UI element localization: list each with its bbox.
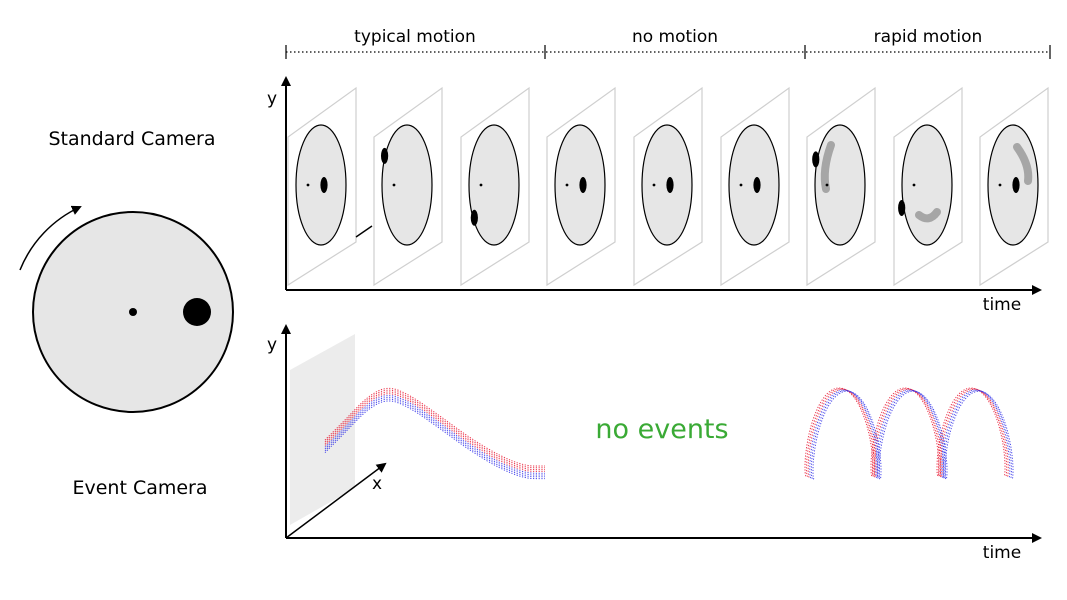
event-trail [804,387,1006,477]
slow-event-stream [324,387,545,480]
frame [806,86,876,287]
phase-label-rapid: rapid motion [874,27,983,47]
event-trail [324,393,545,472]
event-trail [324,389,545,469]
frame-disk [901,124,953,246]
frame-black-dot [579,177,587,193]
phase-header: typical motion no motion rapid motion [285,27,1051,59]
event-trail [324,398,545,478]
event-trail [807,388,1009,478]
phase-label-typical: typical motion [354,27,476,47]
rotating-disk [19,205,234,413]
frame [633,86,703,287]
black-dot [183,298,211,326]
event-camera-axes: y x time [267,324,1042,563]
frame-center-dot [392,183,396,187]
event-trail [812,390,1014,480]
frame [979,86,1049,287]
frame-center-dot [306,183,310,187]
event-streams [324,387,1014,480]
frame-black-dot [666,177,674,193]
time-axis-label: time [983,543,1021,563]
motion-blur [915,208,941,223]
event-trail [324,391,545,471]
frame-center-dot [479,183,483,187]
event-camera-label: Event Camera [72,477,207,499]
standard-camera-frames [287,86,1049,287]
frame-center-dot [739,183,743,187]
frame [287,86,357,287]
event-trail [806,388,1008,478]
event-trail [809,389,1011,479]
frame [460,86,530,287]
frame-center-dot [998,183,1002,187]
event-trail [324,387,545,467]
frame-center-dot [652,183,656,187]
frame-black-dot [898,199,906,216]
frame-center-dot [565,183,569,187]
frame-black-dot [753,177,761,193]
rotation-arrow-icon [19,205,82,271]
no-events-label: no events [595,414,728,445]
event-plane [290,334,355,525]
frame [373,86,443,287]
frame [720,86,790,287]
frame-center-dot [912,183,916,187]
frame [893,86,963,287]
phase-label-none: no motion [632,27,718,47]
disk-center-dot [129,308,137,316]
event-trail [324,396,545,476]
frame-disk [381,124,433,246]
time-axis-label: time [983,295,1021,315]
event-trail [324,400,545,480]
frame-black-dot [320,177,328,193]
frame-center-dot [825,183,829,187]
frame-black-dot [380,147,389,164]
x-axis-label: x [372,474,382,494]
frame-connector [355,225,373,238]
frame [546,86,616,287]
frame-black-dot [470,209,478,226]
y-axis-label: y [267,89,277,109]
x-axis [285,462,387,539]
standard-camera-axes: y time [267,76,1042,315]
standard-camera-label: Standard Camera [48,128,215,150]
frame-black-dot [812,151,820,168]
fast-event-stream [804,387,1014,480]
frame-black-dot [1012,177,1020,193]
y-axis-label: y [267,335,277,355]
frame-disk [468,124,520,246]
motion-blur [1013,143,1033,185]
event-trail [810,390,1012,480]
event-trail [324,395,545,474]
motion-blur [820,141,835,193]
